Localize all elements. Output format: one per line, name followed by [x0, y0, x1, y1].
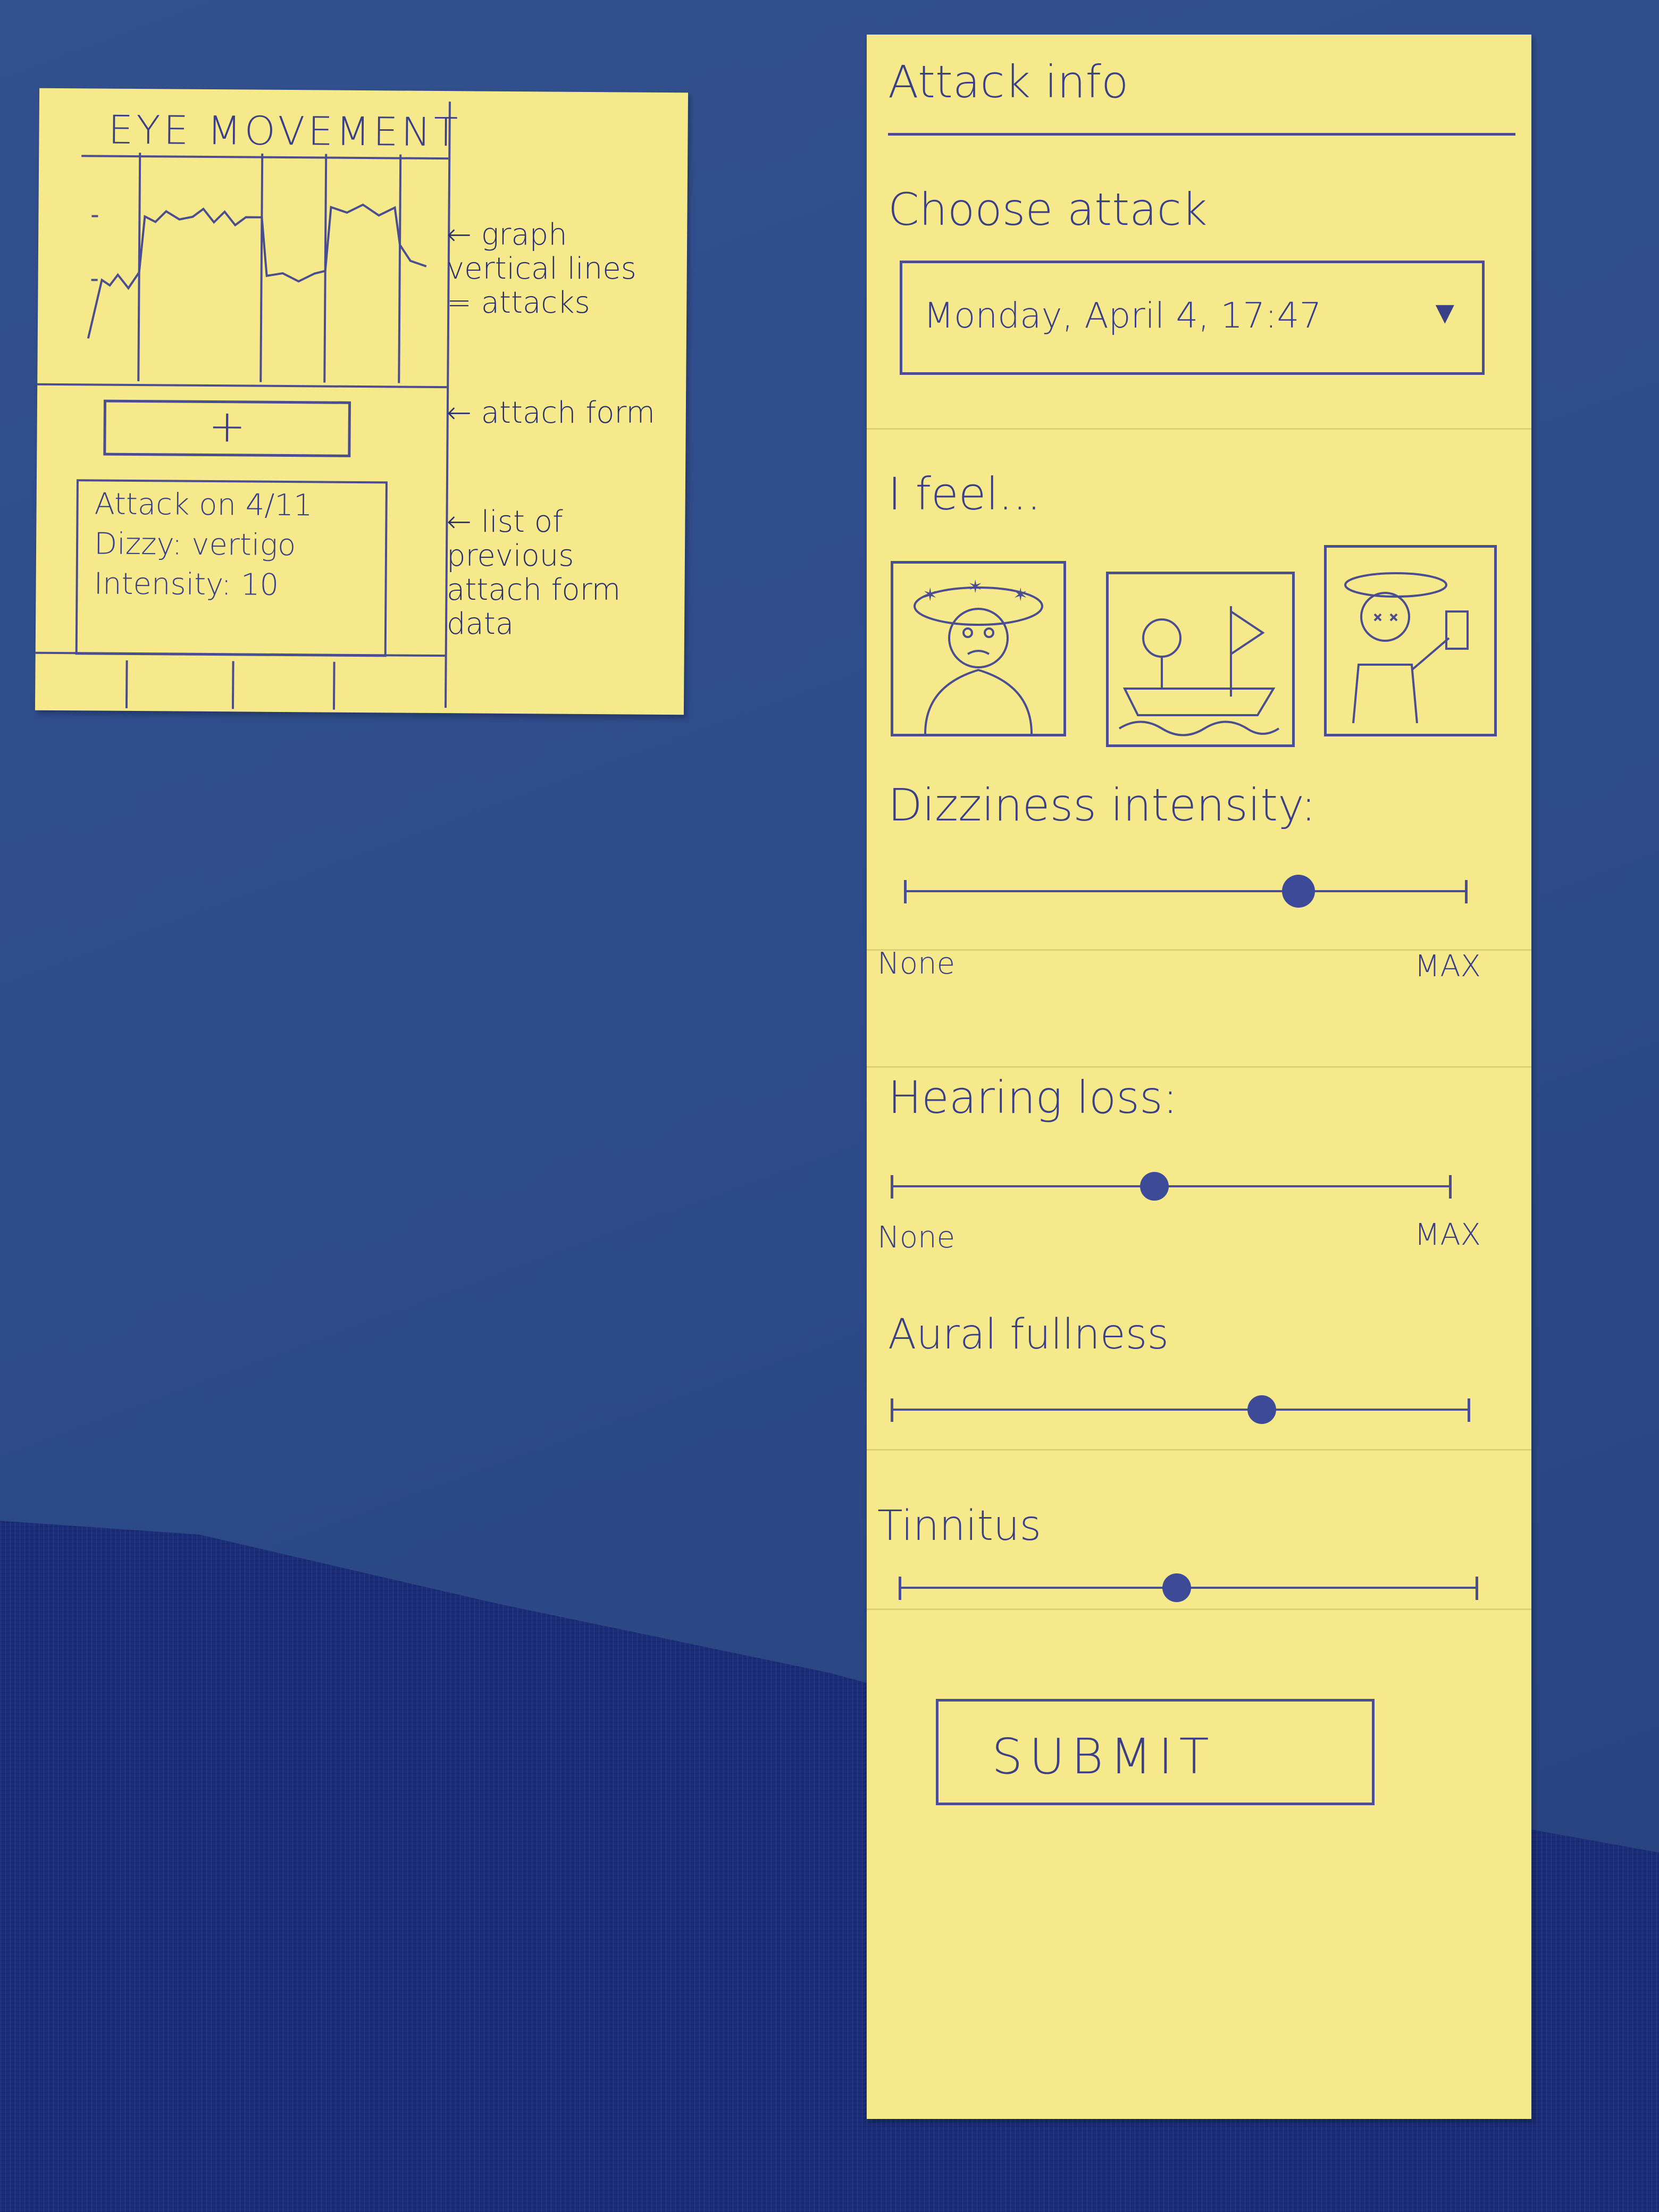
tab-divider: [125, 660, 128, 708]
hearing-min-label: None: [877, 1220, 956, 1255]
chevron-down-icon: ▼: [1429, 294, 1461, 331]
note-seam: [867, 1449, 1531, 1451]
eye-movement-graph: [87, 153, 427, 383]
note-seam: [867, 1066, 1531, 1068]
arrow-left-icon: ←: [447, 217, 472, 252]
dizzy-face-option[interactable]: ✶ ✶ ✶: [891, 561, 1066, 736]
annotation-list: ← list of previous attach form data: [447, 505, 670, 641]
submit-button[interactable]: SUBMIT: [936, 1699, 1375, 1805]
dizziness-slider[interactable]: [904, 875, 1468, 908]
attack-select-value: Monday, April 4, 17:47: [924, 295, 1322, 336]
eye-movement-title: EYE MOVEMENT: [108, 107, 462, 156]
svg-text:✶: ✶: [968, 576, 983, 598]
arrow-left-icon: ←: [447, 396, 472, 430]
note-seam: [867, 949, 1531, 951]
dizziness-slider-thumb[interactable]: [1282, 875, 1315, 908]
eye-movement-sketch: EYE MOVEMENT + Attack on 4/11 Dizzy: ver…: [35, 88, 689, 715]
tinnitus-slider[interactable]: [899, 1573, 1478, 1602]
hearing-loss-label: Hearing loss:: [888, 1071, 1178, 1124]
hearing-max-label: MAX: [1414, 1218, 1481, 1252]
svg-text:✶: ✶: [923, 584, 938, 606]
tinnitus-label: Tinnitus: [877, 1502, 1042, 1550]
divider: [37, 383, 447, 389]
hearing-loss-slider[interactable]: [891, 1172, 1452, 1201]
annotation-form: ← attach form: [447, 396, 681, 430]
choose-attack-label: Choose attack: [888, 183, 1208, 236]
aural-fullness-slider[interactable]: [891, 1395, 1470, 1424]
attack-info-form: Attack info Choose attack Monday, April …: [867, 35, 1531, 2119]
attack-intensity: Intensity: 10: [94, 566, 279, 602]
dizziness-min-label: None: [877, 946, 956, 981]
note-seam: [867, 428, 1531, 430]
aural-fullness-label: Aural fullness: [888, 1311, 1169, 1359]
arrow-left-icon: ←: [447, 505, 472, 539]
page-title: Attack info: [888, 56, 1129, 108]
dizziness-max-label: MAX: [1414, 949, 1481, 984]
dizziness-label: Dizziness intensity:: [888, 779, 1317, 831]
header-divider: [888, 133, 1515, 136]
drunk-option[interactable]: [1324, 545, 1497, 736]
attack-select[interactable]: Monday, April 4, 17:47 ▼: [900, 261, 1485, 375]
boat-icon: [1118, 606, 1280, 736]
annotation-list-text: list of previous attach form data: [447, 505, 621, 641]
dizzy-face-icon: ✶ ✶ ✶: [914, 576, 1043, 734]
annotation-form-text: attach form: [481, 396, 655, 430]
note-seam: [867, 1608, 1531, 1610]
aural-fullness-slider-thumb[interactable]: [1247, 1395, 1276, 1424]
i-feel-label: I feel...: [888, 468, 1041, 520]
tab-divider: [231, 661, 234, 709]
annotation-graph: ← graph vertical lines = attacks: [447, 218, 670, 320]
attack-type: Dizzy: vertigo: [94, 526, 296, 563]
add-attack-button[interactable]: +: [103, 400, 351, 457]
submit-button-label: SUBMIT: [992, 1728, 1216, 1785]
plus-icon: +: [208, 399, 246, 453]
drunk-person-icon: [1344, 572, 1469, 724]
annotation-graph-text: graph vertical lines = attacks: [447, 217, 636, 320]
tab-divider: [332, 661, 336, 710]
previous-attack-card[interactable]: Attack on 4/11 Dizzy: vertigo Intensity:…: [75, 479, 388, 657]
hearing-loss-slider-thumb[interactable]: [1139, 1172, 1169, 1201]
boat-seasick-option[interactable]: [1106, 572, 1295, 747]
tinnitus-slider-thumb[interactable]: [1162, 1573, 1192, 1602]
svg-text:✶: ✶: [1013, 584, 1028, 606]
attack-date: Attack on 4/11: [94, 487, 313, 523]
